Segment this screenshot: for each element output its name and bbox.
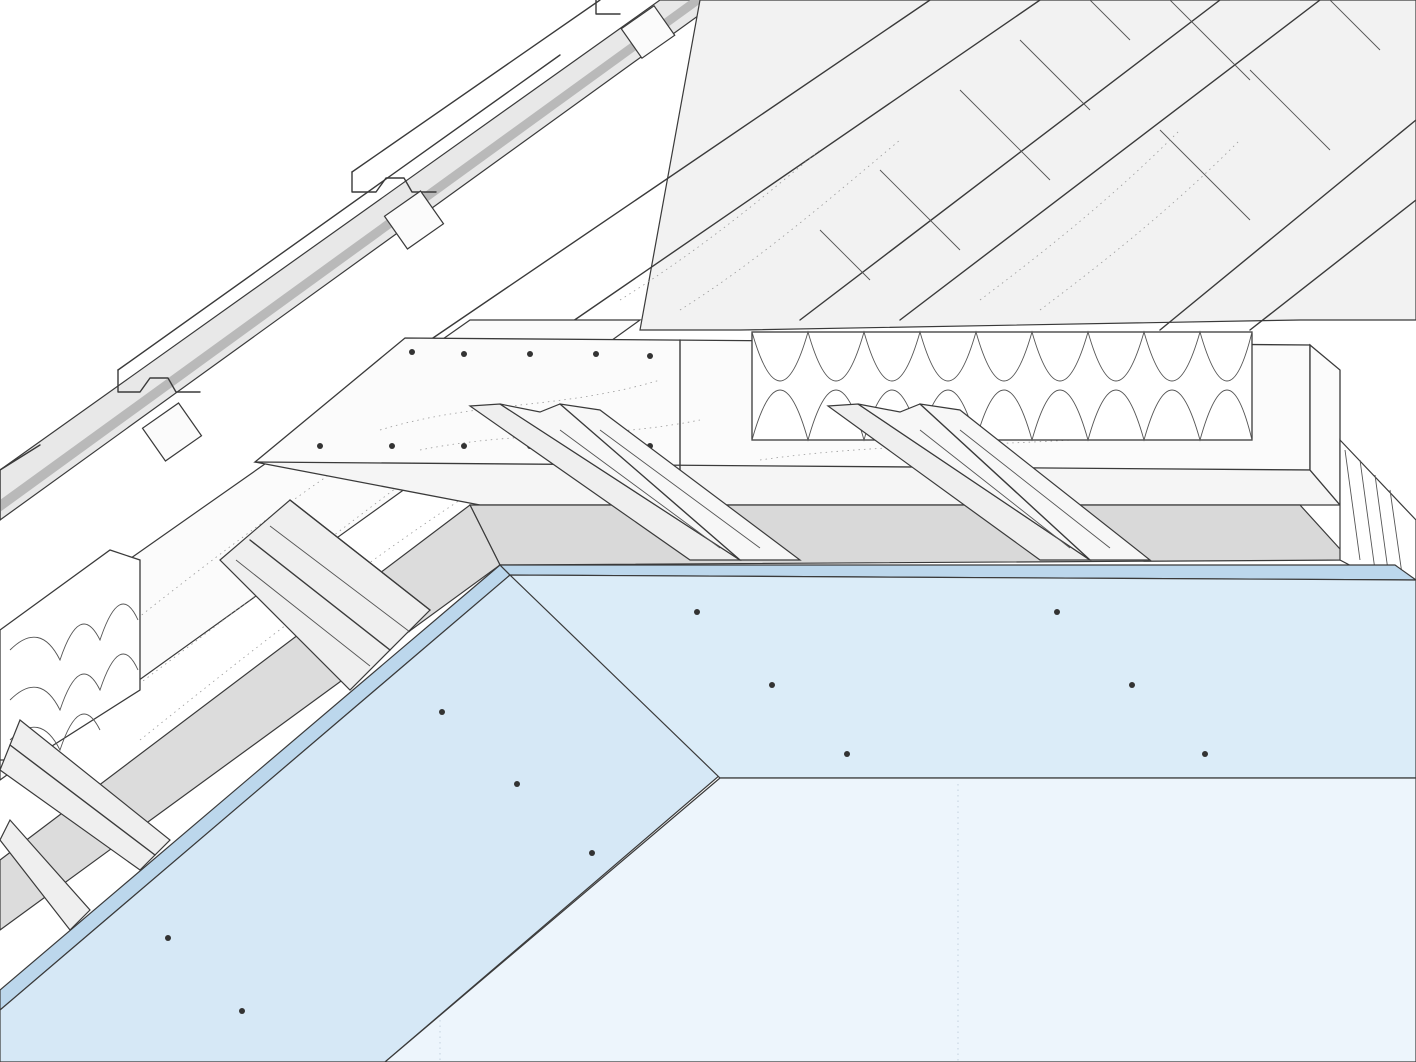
tile-row-1 (117, 54, 561, 393)
rafter-1 (429, 0, 931, 341)
rafter-2-edge (899, 0, 1321, 321)
beam-front-face (254, 461, 1342, 506)
insulation-beam (751, 330, 1253, 442)
steel-profile-c1 (468, 403, 802, 561)
steel-profile-s1 (219, 499, 431, 691)
steel-profiles-ceiling (468, 403, 1152, 561)
rafter-2 (799, 0, 1221, 321)
battens (141, 4, 676, 462)
steel-profile-s2 (0, 719, 171, 871)
gypsum-board-ceiling (384, 564, 1416, 1062)
batten-3 (620, 4, 676, 60)
insulation-block-2 (0, 549, 141, 761)
gypsum-board-slope (0, 564, 721, 1062)
steel-profile-c2 (826, 403, 1152, 561)
batten-1 (141, 402, 203, 462)
board-slope-face (0, 574, 721, 1062)
steel-profile-s3 (0, 818, 91, 931)
insulation-end (1339, 438, 1416, 601)
roof-tiles (0, 0, 722, 521)
steel-profiles-slope (0, 499, 431, 931)
rafter-3 (1159, 119, 1416, 331)
batten-2 (383, 190, 445, 250)
tile-band-base (0, 0, 722, 521)
insulation-slope (0, 549, 141, 761)
tile-row-4 (0, 444, 41, 521)
slope-membrane (429, 0, 1416, 341)
tile-shadow-band (0, 0, 705, 512)
rafter-3-edge (1249, 199, 1416, 331)
board-slope-screws (165, 709, 595, 1014)
board-ceiling-edge (498, 564, 1416, 581)
membrane-ceiling (469, 504, 1352, 566)
rafter-1-edge (559, 0, 1041, 331)
board-ceiling-field (384, 777, 1416, 1062)
tile-row-3 (595, 0, 621, 15)
membrane-field (639, 0, 1416, 331)
board-ceiling-face (508, 574, 1416, 779)
insulation-block-1 (751, 331, 1253, 441)
tile-row-2 (351, 0, 601, 193)
board-ceiling-screws (694, 609, 1208, 757)
